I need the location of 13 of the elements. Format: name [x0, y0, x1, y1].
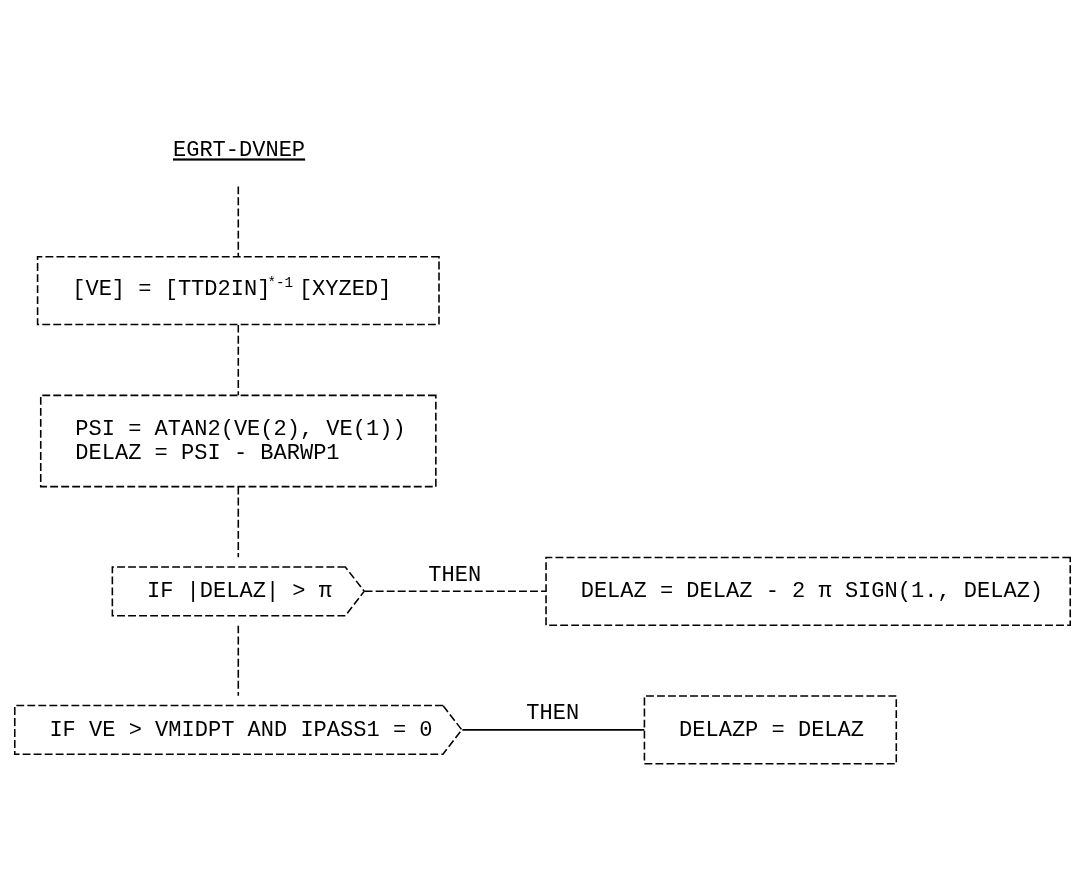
connector — [237, 485, 240, 558]
node-box: [VE] = [TTD2IN]$^{*-1}$ [XYZED] — [36, 255, 440, 325]
connector — [461, 728, 646, 731]
connector — [237, 624, 240, 697]
connector — [237, 323, 240, 396]
node-box: PSI = ATAN2(VE(2), VE(1)) DELAZ = PSI - BARWP1 — [39, 394, 437, 487]
connector — [237, 185, 240, 257]
node-box: DELAZ = DELAZ - 2 π SIGN(1., DELAZ) — [545, 556, 1072, 626]
connector — [363, 590, 547, 592]
edge-label: THEN — [526, 700, 580, 726]
node-text: EGRT-DVNEP — [172, 137, 306, 163]
edge-label: THEN — [428, 562, 482, 588]
node-box: DELAZP = DELAZ — [643, 694, 898, 764]
